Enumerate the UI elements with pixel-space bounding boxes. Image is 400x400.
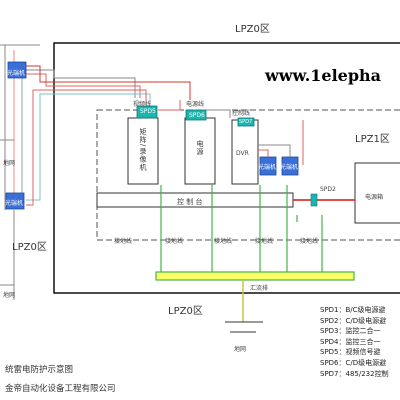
- power-box: [354, 162, 400, 224]
- matrix-label: 矩阵/录像机: [139, 128, 147, 172]
- power-label: 电源: [196, 140, 204, 156]
- spd6-module: [185, 109, 207, 121]
- busbar: [155, 271, 355, 281]
- legend-item: SPD7：485/232控制: [320, 369, 389, 378]
- lpz0-frame: [53, 42, 400, 294]
- company-name: 金帝自动化设备工程有限公司: [5, 384, 116, 394]
- ground-label-3: 接地线: [214, 238, 233, 245]
- cam-left-bottom-label: 光端机: [5, 200, 24, 207]
- legend-item: SPD4：监控三合一: [320, 337, 381, 346]
- ground-label-4: 接地线: [255, 238, 274, 245]
- zone-label-bottom: LPZ0区: [168, 306, 203, 317]
- video-line-label: 视频线: [133, 101, 152, 108]
- legend-item: SPD1：B/C级电源避: [320, 306, 386, 314]
- spd6-label: SPD6: [189, 112, 205, 119]
- ground-label-5: 接地线: [300, 238, 319, 245]
- spd7-label: SPD7: [239, 119, 253, 125]
- inner-cabling: [158, 100, 304, 165]
- power-box-label: 电源箱: [365, 194, 384, 201]
- cam-left-top-label: 光端机: [7, 70, 26, 77]
- legend-item: SPD5：视频信号避: [320, 348, 381, 357]
- legend-item: SPD3：监控二合一: [320, 327, 381, 336]
- legend-item: SPD6：C/D级电源避: [320, 358, 387, 367]
- spd2-label: SPD2: [320, 186, 336, 193]
- spd5-label: SPD5: [140, 108, 156, 115]
- busbar-label: 汇流排: [250, 285, 269, 292]
- left-bottom-optical-transceiver-icon: [5, 192, 25, 210]
- spd5-module: [136, 105, 158, 119]
- left-earth-label-bottom: 地网: [3, 292, 16, 299]
- power-line-label: 电源线: [186, 101, 205, 108]
- matrix-recorder-cabinet: [127, 117, 159, 185]
- zone-label-left: LPZ0区: [12, 242, 47, 253]
- diagram-title: 统雷电防护示意图: [5, 365, 74, 375]
- left-cabling: [0, 44, 191, 300]
- legend: SPD1：B/C级电源避 SPD2：C/D级电源避 SPD3：监控二合一 SPD…: [320, 305, 389, 379]
- spd2-module: [310, 193, 318, 207]
- control-line-label: 控制线: [232, 110, 251, 117]
- lpz1-frame: [96, 109, 400, 241]
- power-cabinet: [184, 117, 216, 185]
- left-earth-label-top: 地网: [3, 160, 16, 167]
- dvr-cabinet: [231, 119, 259, 185]
- cam-right-1-label: 光端机: [258, 164, 277, 171]
- zone-label-lpz1: LPZ1区: [355, 134, 390, 145]
- ground-wires: [160, 185, 323, 275]
- console-label: 控 制 台: [177, 198, 203, 206]
- left-top-optical-transceiver-icon: [7, 61, 27, 79]
- dvr-label: DVR: [236, 150, 249, 157]
- earth-label: 地网: [234, 346, 247, 353]
- cam-right-2-label: 光端机: [280, 164, 299, 171]
- legend-item: SPD2：C/D级电源避: [320, 316, 387, 325]
- ground-label-2: 接地线: [165, 238, 184, 245]
- watermark-text: www.1elepha: [265, 66, 382, 85]
- zone-label-top: LPZ0区: [235, 24, 270, 35]
- ground-label-1: 接地线: [114, 238, 133, 245]
- spd7-module: [237, 117, 255, 127]
